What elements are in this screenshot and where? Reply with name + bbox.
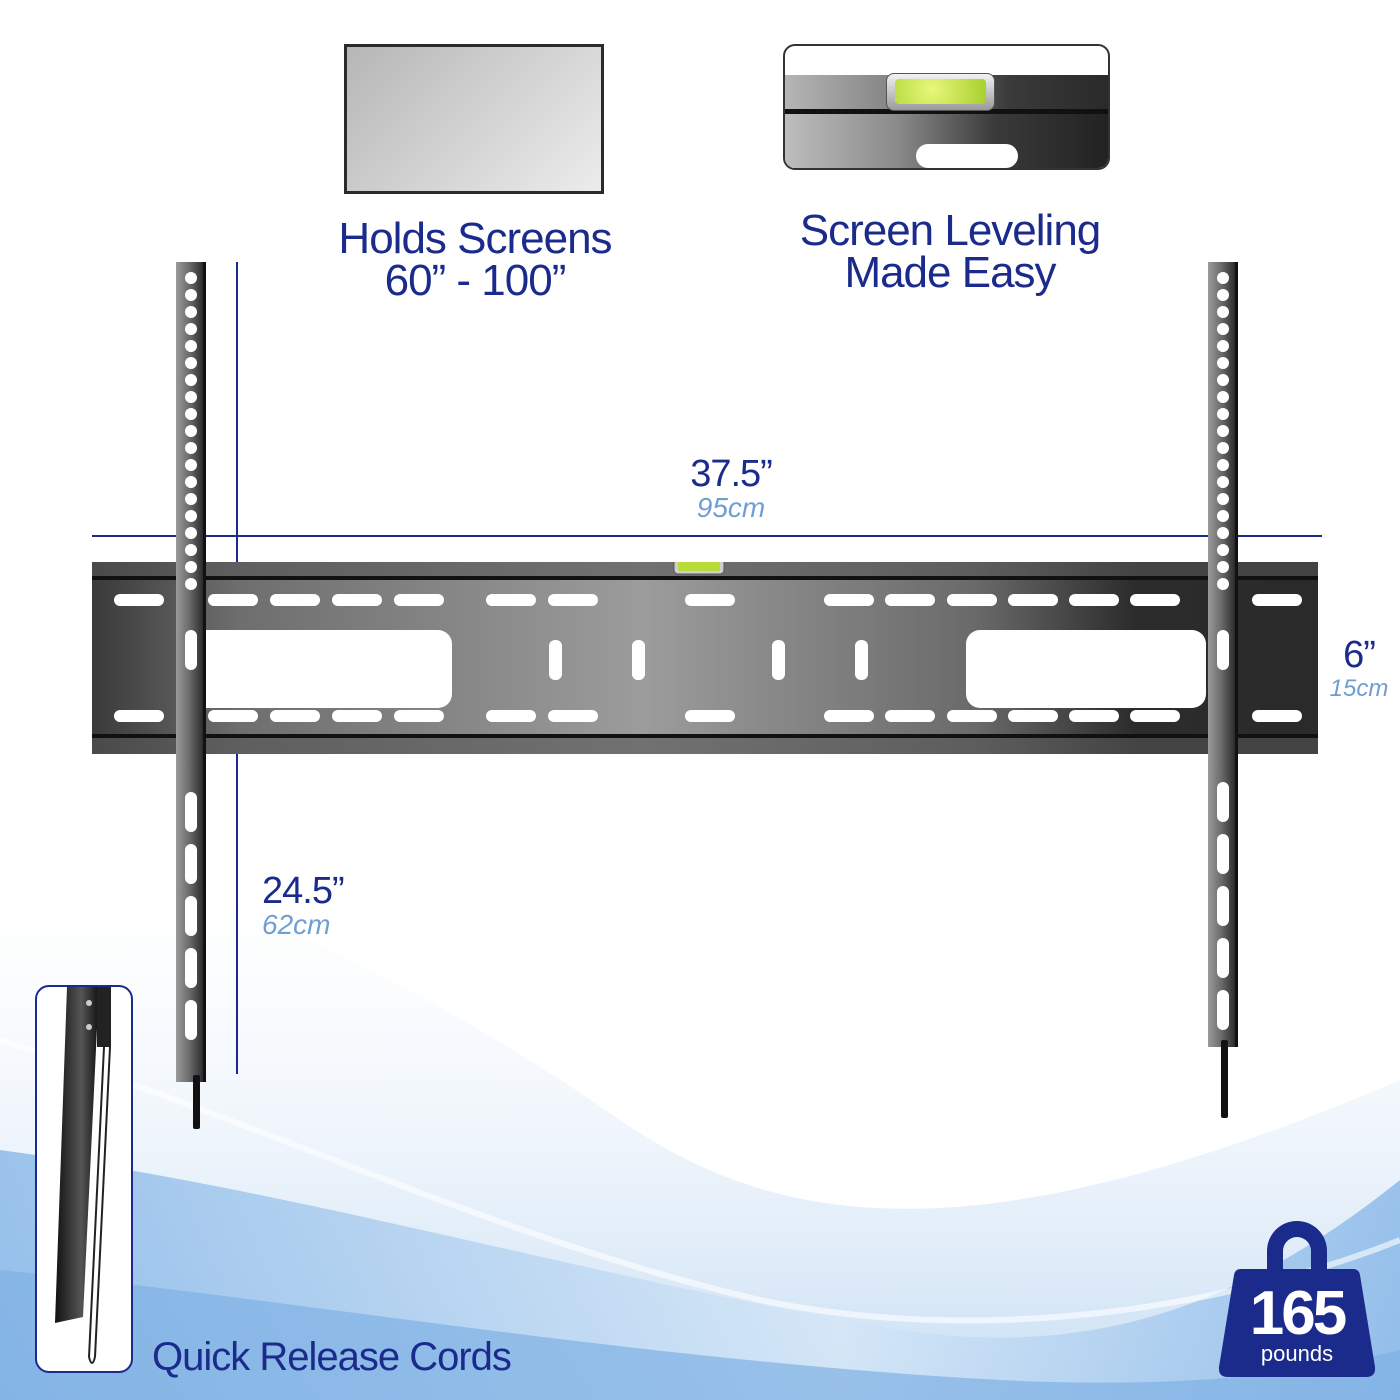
- leveling-subtitle: Made Easy: [844, 248, 1056, 297]
- screen-size-range: 60” - 100”: [384, 256, 567, 305]
- width-dimension-label: 37.5” 95cm: [676, 455, 786, 523]
- weight-unit: pounds: [1260, 1341, 1334, 1366]
- height-metric: 15cm: [1329, 675, 1389, 702]
- screen-size-title: Holds Screens: [338, 214, 612, 263]
- screen-size-feature: Holds Screens 60” - 100”: [300, 214, 650, 305]
- leveling-feature: Screen Leveling Made Easy: [770, 206, 1130, 297]
- arm-length-dimension-label: 24.5” 62cm: [262, 872, 372, 940]
- wall-plate-bracket: [92, 562, 1318, 754]
- tv-screen-icon: [344, 44, 604, 194]
- arm-length-imperial: 24.5”: [262, 870, 345, 912]
- width-dimension-line: [92, 535, 1322, 537]
- right-mounting-arm: [1208, 262, 1238, 1047]
- left-release-pin: [193, 1075, 200, 1129]
- bubble-level-icon: [783, 44, 1110, 170]
- height-dimension-label: 6” 15cm: [1324, 636, 1394, 704]
- quick-release-label: Quick Release Cords: [152, 1335, 512, 1379]
- arm-length-metric: 62cm: [262, 909, 331, 940]
- release-cord-icon: [35, 985, 133, 1373]
- leveling-title: Screen Leveling: [799, 206, 1102, 255]
- width-imperial: 37.5”: [690, 453, 773, 495]
- weight-value: 165: [1249, 1279, 1347, 1348]
- left-mounting-arm: [176, 262, 206, 1082]
- weight-icon: 165 pounds: [1217, 1221, 1377, 1377]
- right-release-pin: [1221, 1040, 1228, 1118]
- height-imperial: 6”: [1343, 634, 1376, 676]
- width-metric: 95cm: [696, 492, 766, 523]
